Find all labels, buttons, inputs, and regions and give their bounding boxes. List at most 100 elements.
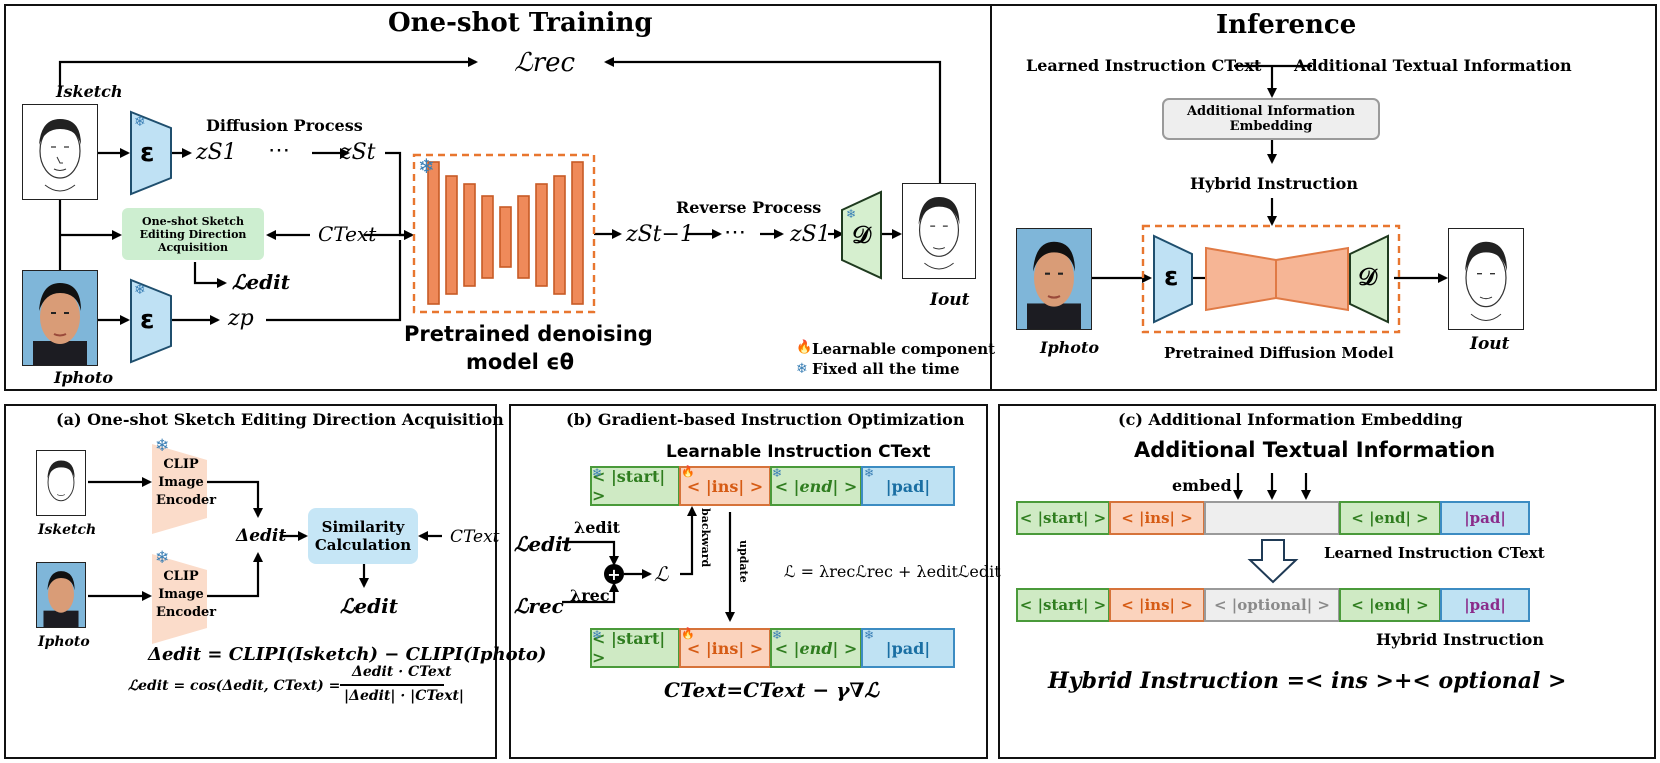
panel-a-i-sketch: Isketch bbox=[38, 522, 97, 538]
fraction-bar bbox=[340, 684, 444, 686]
c-token-pad-2: |pad| bbox=[1440, 588, 1530, 622]
z-st-label: zSt bbox=[340, 140, 376, 165]
token-pad-bottom: |pad| bbox=[861, 628, 955, 668]
c-token-ins-2: < |ins| > bbox=[1109, 588, 1205, 622]
l-rec-label: ℒrec bbox=[514, 48, 576, 78]
inference-i-out-label: Iout bbox=[1470, 334, 1510, 354]
dots-reverse: ⋯ bbox=[724, 220, 746, 245]
snowflake-icon: ❄ bbox=[796, 361, 808, 377]
training-title: One-shot Training bbox=[388, 8, 653, 38]
snowflake-icon: ❄ bbox=[846, 207, 857, 221]
panel-a-eq2-den: |Δedit| · |CText| bbox=[344, 688, 465, 704]
c-hybrid-equation: Hybrid Instruction =< ins >+< optional > bbox=[1048, 668, 1567, 694]
z-st1-label: zSt−1 bbox=[626, 222, 694, 247]
c-token-empty bbox=[1204, 501, 1340, 535]
photo-image bbox=[22, 270, 98, 366]
c-token-ins-1: < |ins| > bbox=[1109, 501, 1205, 535]
snowflake-icon: ❄ bbox=[592, 466, 603, 480]
panel-a-c-text: CText bbox=[450, 527, 500, 547]
sketch-image bbox=[22, 104, 98, 200]
diffusion-process-label: Diffusion Process bbox=[206, 116, 363, 135]
learnable-instruction-label: Learnable Instruction CText bbox=[666, 442, 931, 462]
c-text-label: CText bbox=[318, 222, 377, 246]
clip-encoder-top: CLIP Image Encoder bbox=[156, 457, 217, 508]
pretrained-diffusion-label: Pretrained Diffusion Model bbox=[1164, 344, 1394, 362]
inference-photo-image bbox=[1016, 228, 1092, 330]
learned-instruction-label: Learned Instruction CText bbox=[1026, 56, 1262, 75]
z-s1-label: zS1 bbox=[196, 140, 237, 165]
c-token-start-2: < |start| > bbox=[1016, 588, 1110, 622]
decoder-symbol: 𝒟 bbox=[852, 220, 872, 249]
z-p-label: zp bbox=[228, 306, 254, 331]
legend-learnable: Learnable component bbox=[812, 340, 996, 358]
encoder-sketch-symbol: ε bbox=[140, 138, 155, 168]
additional-textual-label: Additional Textual Information bbox=[1294, 56, 1572, 75]
snowflake-icon: ❄ bbox=[155, 548, 170, 568]
panel-a-eq1: Δedit = CLIPI(Isketch) − CLIPI(Iphoto) bbox=[148, 644, 547, 665]
c-token-end-1: < |end| > bbox=[1339, 501, 1441, 535]
panel-a-eq2-num: Δedit · CText bbox=[352, 664, 452, 680]
panel-b-l-rec: ℒrec bbox=[514, 594, 564, 618]
snowflake-icon: ❄ bbox=[772, 628, 783, 642]
l-edit-label: ℒedit bbox=[232, 270, 290, 294]
c-token-end-2: < |end| > bbox=[1339, 588, 1441, 622]
backward-label: backward bbox=[699, 508, 712, 568]
i-sketch-label: Isketch bbox=[56, 82, 123, 101]
denoiser-label-1: Pretrained denoising bbox=[404, 322, 653, 346]
dots-diffusion: ⋯ bbox=[268, 138, 290, 163]
panel-a-photo bbox=[36, 562, 86, 628]
lambda-edit: λedit bbox=[574, 518, 621, 537]
loss-equation: ℒ = λrecℒrec + λeditℒedit bbox=[784, 562, 1001, 581]
c-token-pad-1: |pad| bbox=[1440, 501, 1530, 535]
panel-a-eq2-lhs: ℒedit = cos(Δedit, CText) = bbox=[128, 678, 341, 694]
inference-decoder-symbol: 𝒟 bbox=[1358, 262, 1378, 291]
snowflake-icon: ❄ bbox=[134, 114, 146, 130]
inference-i-photo-label: Iphoto bbox=[1040, 338, 1100, 357]
update-equation: CText=CText − γ∇ℒ bbox=[664, 678, 879, 702]
output-sketch-image bbox=[902, 183, 976, 279]
direction-acquisition-box: One-shot Sketch Editing Direction Acquis… bbox=[122, 208, 264, 260]
snowflake-icon: ❄ bbox=[864, 466, 875, 480]
panel-c-additional: Additional Textual Information bbox=[1134, 438, 1496, 462]
panel-c bbox=[998, 404, 1656, 759]
token-ins-bottom: < |ins| > bbox=[679, 628, 771, 668]
inference-encoder-symbol: ε bbox=[1164, 262, 1179, 292]
delta-edit-label: Δedit bbox=[236, 526, 287, 546]
flame-icon: 🔥 bbox=[681, 627, 695, 640]
inference-output-image bbox=[1448, 228, 1524, 330]
snowflake-icon: ❄ bbox=[864, 628, 875, 642]
lambda-rec: λrec bbox=[570, 586, 610, 605]
i-out-label: Iout bbox=[930, 290, 970, 310]
token-pad-top: |pad| bbox=[861, 466, 955, 506]
flame-icon: 🔥 bbox=[796, 340, 813, 355]
encoder-photo-symbol: ε bbox=[140, 305, 155, 335]
i-photo-label: Iphoto bbox=[54, 368, 114, 387]
denoiser-label-2: model ϵθ bbox=[466, 350, 575, 374]
panel-a-l-edit: ℒedit bbox=[340, 594, 398, 618]
svg-text:+: + bbox=[607, 565, 620, 584]
token-end-top: < |end| > bbox=[770, 466, 862, 506]
token-ins-top: < |ins| > bbox=[679, 466, 771, 506]
token-start-bottom: < |start| > bbox=[590, 628, 680, 668]
snowflake-icon: ❄ bbox=[155, 436, 170, 456]
panel-b-l-edit: ℒedit bbox=[514, 532, 572, 556]
flame-icon: 🔥 bbox=[681, 465, 695, 478]
similarity-box: Similarity Calculation bbox=[308, 508, 418, 564]
c-token-start-1: < |start| > bbox=[1016, 501, 1110, 535]
token-start-top: < |start| > bbox=[590, 466, 680, 506]
panel-b bbox=[509, 404, 988, 759]
inference-panel bbox=[990, 4, 1657, 391]
update-label: update bbox=[737, 540, 750, 583]
legend-fixed: Fixed all the time bbox=[812, 360, 960, 378]
snowflake-icon: ❄ bbox=[592, 628, 603, 642]
panel-a-i-photo: Iphoto bbox=[38, 634, 90, 650]
reverse-process-label: Reverse Process bbox=[676, 198, 822, 217]
c-learned-instruction: Learned Instruction CText bbox=[1324, 544, 1545, 562]
c-token-optional: < |optional| > bbox=[1204, 588, 1340, 622]
snowflake-icon: ❄ bbox=[418, 154, 435, 178]
token-end-bottom: < |end| > bbox=[770, 628, 862, 668]
hybrid-instruction-label: Hybrid Instruction bbox=[1190, 174, 1358, 193]
c-hybrid-instruction: Hybrid Instruction bbox=[1376, 630, 1544, 649]
panel-a bbox=[4, 404, 497, 759]
